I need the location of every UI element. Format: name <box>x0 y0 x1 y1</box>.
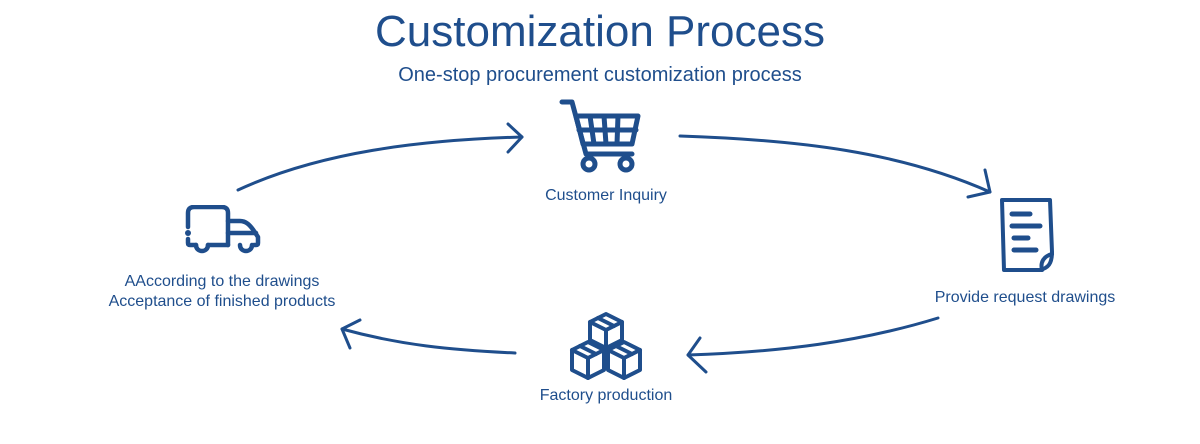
arrow-inquiry-to-drawings <box>678 134 992 194</box>
page-title: Customization Process <box>375 7 825 56</box>
arrow-drawings-to-production <box>686 316 940 357</box>
truck-icon <box>185 205 261 254</box>
step-label-acceptance: AAccording to the drawings Acceptance of… <box>72 272 372 312</box>
arrow-production-to-delivery <box>340 327 517 355</box>
arrowhead-production-to-delivery <box>340 318 362 350</box>
step-label-provide-drawings: Provide request drawings <box>934 289 1116 306</box>
arrowhead-delivery-to-inquiry <box>506 122 524 154</box>
boxes-icon <box>570 312 642 380</box>
page-subtitle: One-stop procurement customization proce… <box>398 64 802 86</box>
step-label-factory-production: Factory production <box>539 387 673 404</box>
arrowhead-inquiry-to-drawings <box>966 168 992 199</box>
step-label-acceptance-line1: AAccording to the drawings <box>124 273 320 290</box>
arrow-delivery-to-inquiry <box>236 135 524 192</box>
step-label-customer-inquiry: Customer Inquiry <box>545 187 667 204</box>
document-icon <box>1000 198 1054 272</box>
arrowhead-drawings-to-production <box>686 336 708 374</box>
step-label-acceptance-line2: Acceptance of finished products <box>108 293 336 310</box>
shopping-cart-icon <box>559 99 641 173</box>
